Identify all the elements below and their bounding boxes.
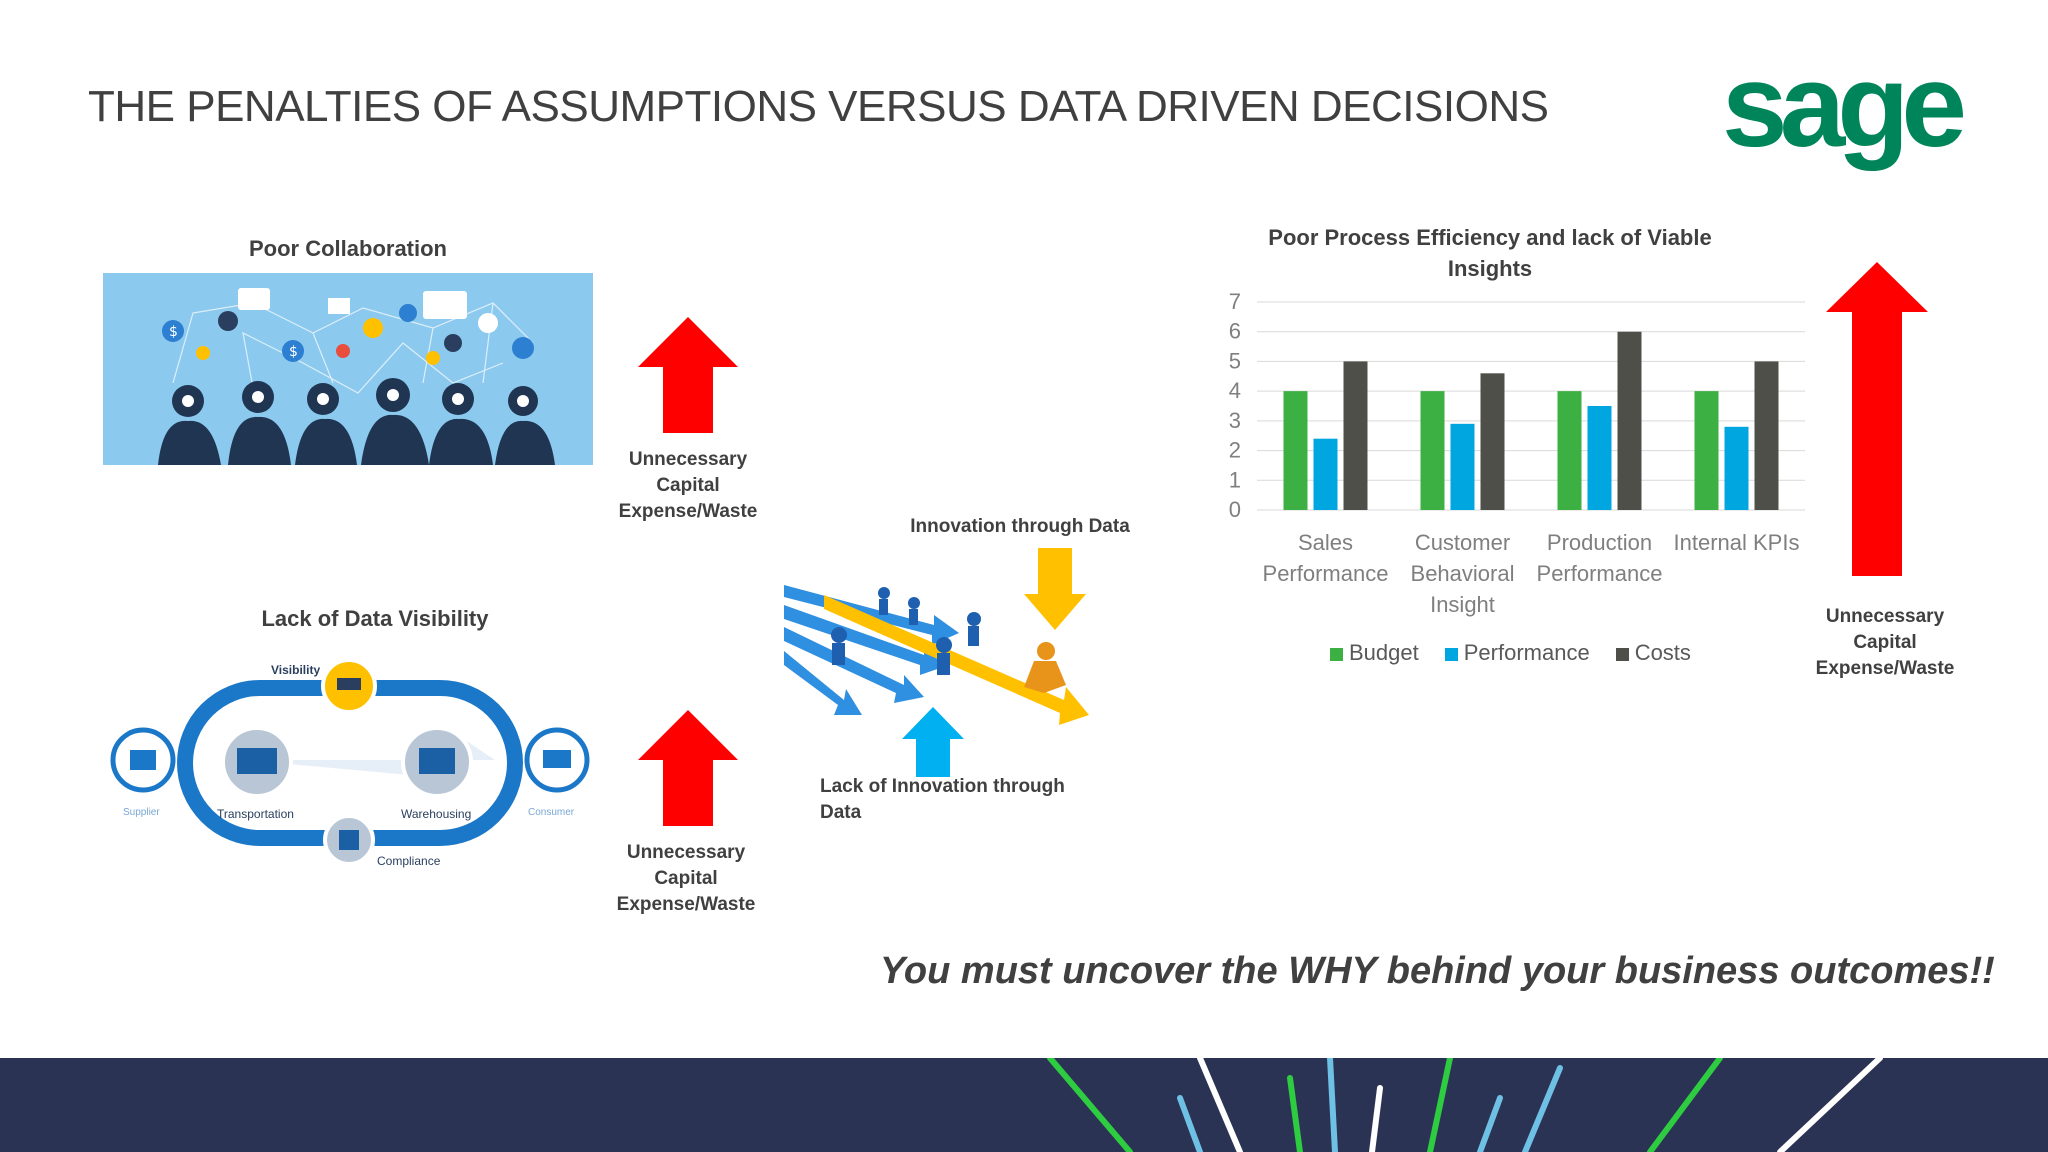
bar-costs [1754,361,1779,510]
legend-item-budget: Budget [1330,640,1419,666]
slide-title: THE PENALTIES OF ASSUMPTIONS VERSUS DATA… [88,82,1549,131]
bar-performance [1587,406,1612,510]
sage-logo: sage [1722,40,1984,180]
bar-budget [1283,391,1308,510]
x-tick-label: Sales [1298,530,1353,555]
collaboration-image: $ $ [103,273,593,465]
bar-costs [1617,331,1642,510]
y-tick-label: 3 [1229,408,1241,433]
y-tick-label: 0 [1229,497,1241,522]
svg-text:$: $ [169,324,178,340]
y-tick-label: 5 [1229,348,1241,373]
diagram-label-compliance: Compliance [377,854,441,868]
bar-budget [1420,391,1445,510]
bar-budget [1557,391,1582,510]
x-tick-label: Production [1547,530,1652,555]
x-tick-label: Performance [1537,561,1663,586]
diagram-label-visibility: Visibility [271,663,320,677]
blue-up-arrow [902,707,964,777]
x-tick-label: Customer [1415,530,1510,555]
bar-costs [1343,361,1368,510]
x-tick-label: Behavioral [1411,561,1515,586]
tagline: You must uncover the WHY behind your bus… [880,950,1995,992]
y-tick-label: 1 [1229,467,1241,492]
red-up-arrow-2 [638,710,738,826]
bar-budget [1694,391,1719,510]
red-up-arrow-1 [638,317,738,433]
innovation-top-label: Innovation through Data [910,516,1130,537]
arrow-large-label: Unnecessary Capital Expense/Waste [1815,606,1955,679]
chart-title: Poor Process Efficiency and lack of Viab… [1268,225,1712,281]
gold-down-arrow [1024,548,1086,630]
diagram-label-transportation: Transportation [217,807,294,821]
diagram-label-supplier: Supplier [123,807,160,818]
sage-logo-text: sage [1722,62,1963,172]
bar-costs [1480,373,1505,510]
footer-band [0,1058,2048,1152]
arrow-2-label: Unnecessary Capital Expense/Waste [616,842,756,915]
y-tick-label: 7 [1229,289,1241,314]
x-tick-label: Insight [1430,592,1495,617]
diagram-label-warehousing: Warehousing [401,807,471,821]
legend-item-costs: Costs [1615,640,1691,666]
bar-performance [1724,426,1749,510]
x-tick-label: Internal KPIs [1674,530,1800,555]
visibility-heading: Lack of Data Visibility [261,606,489,631]
chart-legend: Budget Performance Costs [1330,640,1750,666]
arrow-1-label: Unnecessary Capital Expense/Waste [618,449,758,522]
y-tick-label: 2 [1229,438,1241,463]
visibility-diagram: Visibility Supplier Transportation Wareh… [105,650,595,880]
bar-performance [1450,423,1475,510]
y-tick-label: 4 [1229,378,1241,403]
bar-performance [1313,438,1338,510]
innovation-bottom-label: Lack of Innovation through Data [820,776,1065,823]
legend-item-performance: Performance [1444,640,1590,666]
innovation-image [784,575,1094,735]
svg-text:$: $ [289,344,298,360]
diagram-label-consumer: Consumer [528,807,575,818]
red-up-arrow-large [1826,262,1928,576]
x-tick-label: Performance [1263,561,1389,586]
collaboration-heading: Poor Collaboration [249,236,447,261]
y-tick-label: 6 [1229,319,1241,344]
